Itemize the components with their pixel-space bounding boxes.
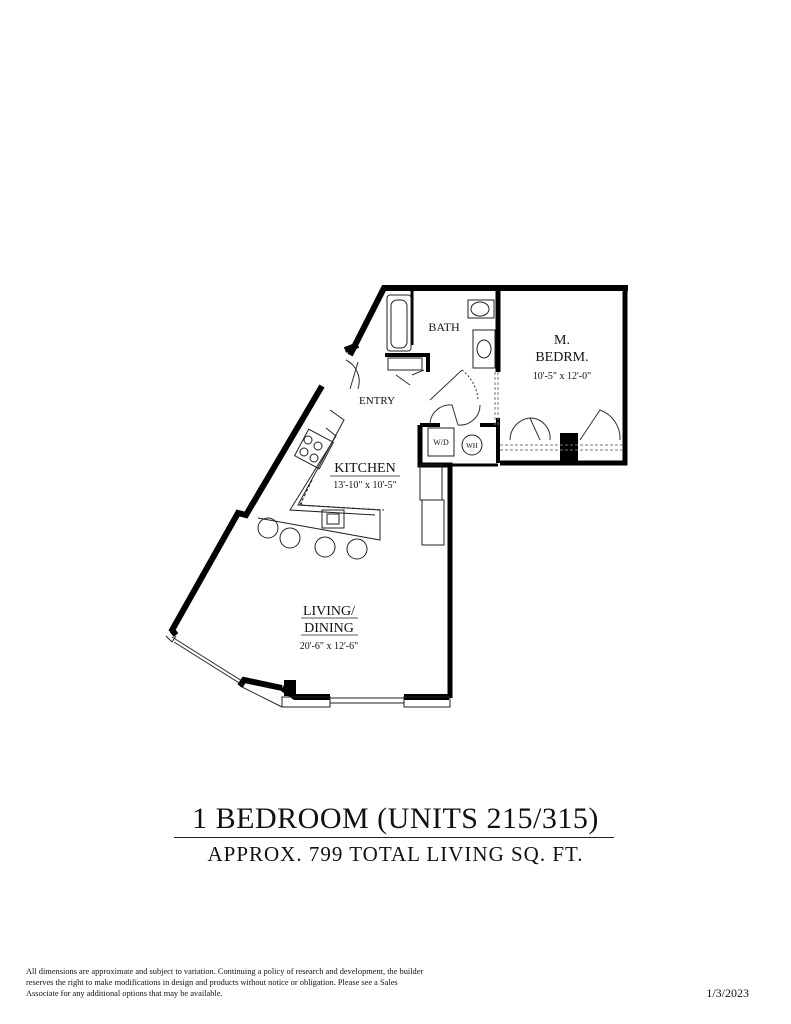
sink: [321, 509, 345, 529]
column: [284, 680, 296, 696]
water-heater-label: WH: [466, 442, 478, 450]
closet-lines: [494, 372, 625, 451]
washer-dryer-label: W/D: [433, 438, 449, 447]
pantry-fridge: [419, 464, 445, 546]
kitchen-label: KITCHEN: [334, 461, 395, 476]
bath-fixtures: [386, 294, 496, 371]
laundry-appliances: [427, 427, 483, 457]
kitchen-counters: [257, 409, 385, 541]
entry-label: ENTRY: [359, 395, 395, 407]
bath-label: BATH: [428, 320, 460, 334]
closet-pillar: [560, 433, 578, 463]
plan-subtitle: APPROX. 799 TOTAL LIVING SQ. FT.: [207, 842, 584, 866]
doors: [345, 359, 621, 441]
windows: [165, 635, 451, 708]
master-bedroom-label-line2: BEDRM.: [535, 350, 588, 365]
title-divider: [174, 837, 614, 838]
plan-date: 1/3/2023: [706, 986, 749, 1000]
living-dimensions: 20'-6" x 12'-6": [300, 641, 358, 652]
plan-title: 1 BEDROOM (UNITS 215/315): [192, 802, 599, 835]
living-label-line1: LIVING/: [303, 604, 355, 619]
bar-stools: [257, 517, 368, 560]
disclaimer-text: All dimensions are approximate and subje…: [26, 967, 424, 998]
master-bedroom-label-line1: M.: [554, 333, 570, 348]
cooktop: [293, 428, 335, 470]
kitchen-dimensions: 13'-10" x 10'-5": [333, 480, 396, 491]
living-label-line2: DINING: [304, 621, 354, 636]
master-bedroom-dimensions: 10'-5" x 12'-0": [533, 371, 591, 382]
